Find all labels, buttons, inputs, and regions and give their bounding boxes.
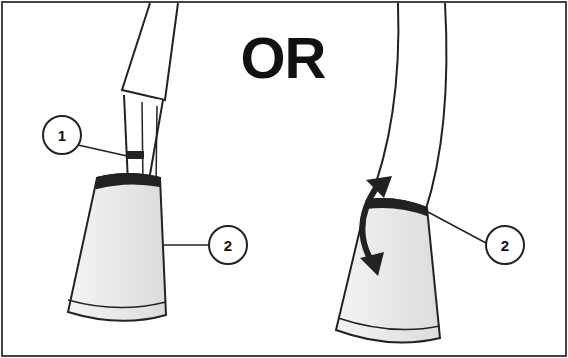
left-cane [43,3,247,321]
callout-circle [209,226,247,264]
rotation-arrow [362,185,378,262]
cane-shaft [368,3,398,205]
right-cane [336,3,524,343]
rubber-ferrule [336,199,440,343]
ferrule-band [97,174,160,188]
arrow-head [360,252,384,276]
cane-shaft [425,3,446,212]
rubber-ferrule [68,174,166,321]
or-heading: OR [241,29,326,87]
push-button [127,152,143,158]
callout-number: 2 [501,238,509,253]
callout-circle [486,226,524,264]
callout-number: 2 [224,238,232,253]
callout-circle [43,116,81,154]
ferrule-band [366,199,427,215]
inner-tube [124,95,163,186]
arrow-head [366,176,392,198]
callout-number: 1 [58,128,66,143]
cane-shaft [122,3,178,100]
